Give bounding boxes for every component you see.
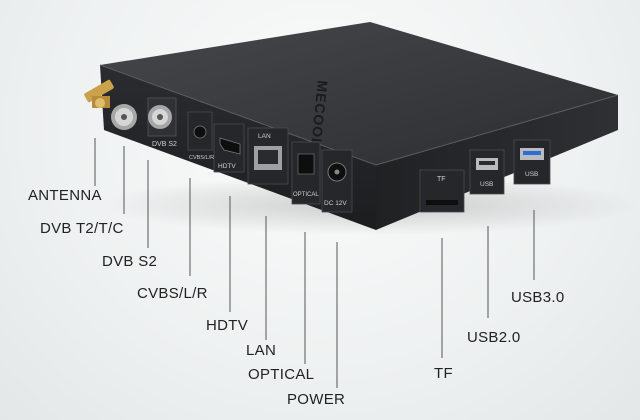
port-label-hdtv: HDTV xyxy=(218,163,236,170)
callout-usb3: USB3.0 xyxy=(511,289,565,306)
device-edge-highlight xyxy=(99,64,619,166)
cvbs-port: CVBS/L/R xyxy=(187,111,214,161)
callout-lan: LAN xyxy=(246,342,277,359)
callout-dvb-t2: DVB T2/T/C xyxy=(40,220,124,237)
callout-hdtv: HDTV xyxy=(206,317,249,334)
usb2-port: USB xyxy=(469,149,505,195)
lan-port: LAN xyxy=(247,127,289,185)
callout-optical: OPTICAL xyxy=(248,366,315,383)
port-label-dc: DC 12V xyxy=(324,200,347,207)
callout-power: POWER xyxy=(287,391,346,408)
callout-cvbs: CVBS/L/R xyxy=(137,285,208,302)
port-label-cvbs: CVBS/L/R xyxy=(189,155,214,161)
port-label-lan: LAN xyxy=(258,133,271,140)
hdmi-port: HDTV xyxy=(213,123,245,173)
port-label-usb2: USB xyxy=(480,181,493,188)
callout-usb2: USB2.0 xyxy=(467,329,521,346)
tf-card-slot: TF xyxy=(419,169,465,213)
callout-tf: TF xyxy=(434,365,453,382)
port-label-dvb-s2: DVB S2 xyxy=(152,141,177,148)
usb3-port: USB xyxy=(513,139,551,185)
brand-logo: MECOOL xyxy=(308,80,331,149)
power-port: DC 12V xyxy=(321,149,353,213)
port-label-optical: OPTICAL xyxy=(293,192,319,198)
port-label-usb3: USB xyxy=(525,171,538,178)
callout-dvb-s2: DVB S2 xyxy=(102,253,158,270)
callout-antenna: ANTENNA xyxy=(28,187,102,204)
optical-port: OPTICAL xyxy=(291,141,321,205)
dvb-t2-connector xyxy=(111,104,137,130)
port-label-tf: TF xyxy=(437,176,446,183)
dvb-s2-connector: DVB S2 xyxy=(147,97,177,148)
device-top-surface xyxy=(100,22,618,165)
antenna-connector xyxy=(84,79,114,108)
